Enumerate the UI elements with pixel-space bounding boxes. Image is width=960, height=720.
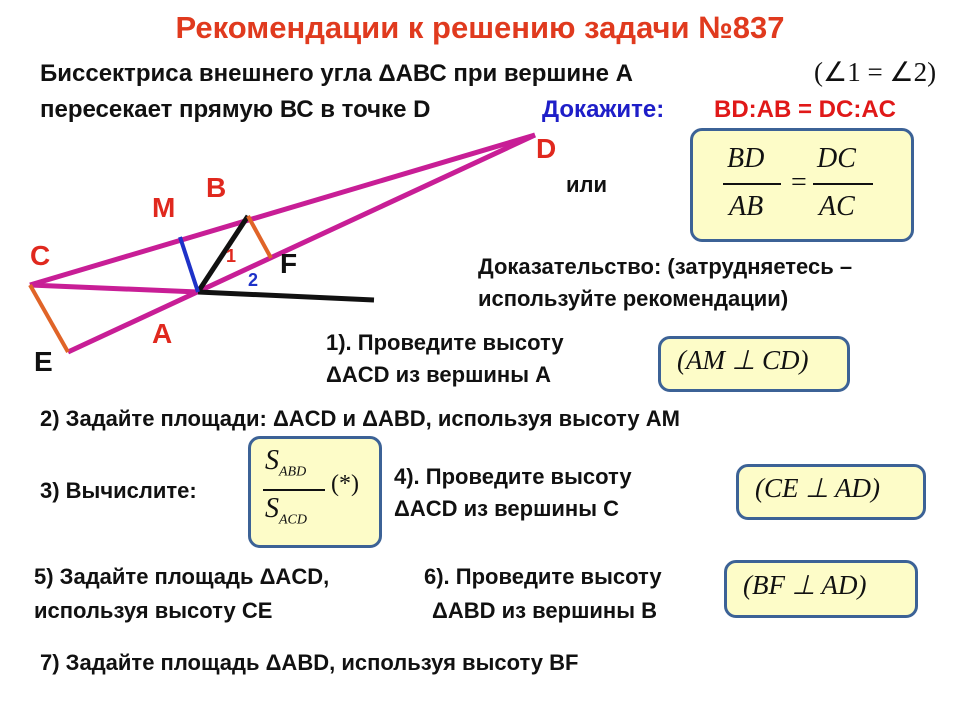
label-e: E <box>34 346 53 377</box>
step3-num-sub: ABD <box>279 464 307 480</box>
label-angle-2: 2 <box>248 270 259 290</box>
label-d: D <box>536 133 557 164</box>
ratio-bar-right <box>813 183 873 185</box>
step6-line1: 6). Проведите высоту <box>424 564 662 589</box>
step3-denominator: SACD <box>265 493 307 529</box>
step4-line1: 4). Проведите высоту <box>394 464 632 489</box>
altitude-bf <box>246 215 273 259</box>
step5-line1: 5) Задайте площадь ΔACD, <box>34 564 330 589</box>
ratio-num-right: DC <box>817 143 856 174</box>
step3-numerator: SABD <box>265 445 306 481</box>
step6-line2: ΔABD из вершины В <box>432 598 658 623</box>
prove-equation: BD:AB = DC:AC <box>714 96 896 123</box>
line-ab <box>195 214 251 294</box>
label-b: B <box>206 172 227 203</box>
label-c: C <box>30 240 51 271</box>
step5-line2: используя высоту CE <box>34 598 273 623</box>
step4-line2: ΔACD из вершины С <box>394 496 620 521</box>
statement-line2: пересекает прямую ВС в точке D <box>40 96 431 123</box>
step2: 2) Задайте площади: ΔACD и ΔABD, использ… <box>40 406 680 431</box>
altitude-am <box>178 236 200 293</box>
step6-formula: (BF ⊥ AD) <box>743 570 867 600</box>
proof-line1: Доказательство: (затрудняетесь – <box>478 254 853 279</box>
label-f: F <box>280 248 298 279</box>
altitude-ce <box>28 284 70 353</box>
page-title: Рекомендации к решению задачи №837 <box>175 10 785 45</box>
step3: 3) Вычислите: <box>40 478 197 503</box>
step1-formula: (AM ⊥ CD) <box>677 345 809 375</box>
label-m: M <box>152 192 176 223</box>
step7: 7) Задайте площадь ΔABD, используя высот… <box>40 650 579 675</box>
angle-note: (∠1 = ∠2) <box>814 57 937 87</box>
line-af-extension <box>197 289 375 303</box>
step3-den-symbol: S <box>265 493 279 524</box>
or-text: или <box>566 172 608 197</box>
step3-mark: (*) <box>331 471 359 497</box>
step3-den-sub: ACD <box>279 512 307 528</box>
step1-line2: ΔACD из вершины А <box>326 362 552 387</box>
step4-formula: (CE ⊥ AD) <box>755 473 881 503</box>
step1-formula-box: (AM ⊥ CD) <box>658 336 850 392</box>
ratio-equals: = <box>791 167 807 198</box>
step6-formula-box: (BF ⊥ AD) <box>724 560 918 618</box>
ratio-den-left: AB <box>729 191 764 222</box>
ratio-bar-left <box>723 183 781 185</box>
step3-fraction-bar <box>263 489 325 491</box>
proof-line2: используйте рекомендации) <box>478 286 789 311</box>
line-ca <box>29 282 199 295</box>
step3-num-symbol: S <box>265 445 279 476</box>
prove-label: Докажите: <box>542 96 665 123</box>
ratio-den-right: AC <box>819 191 855 222</box>
step4-formula-box: (CE ⊥ AD) <box>736 464 926 520</box>
line-cd <box>29 132 536 288</box>
ratio-box: BD AB = DC AC <box>690 128 914 242</box>
step3-formula-box: SABD SACD (*) <box>248 436 382 548</box>
line-ed <box>66 132 537 355</box>
step1-line1: 1). Проведите высоту <box>326 330 564 355</box>
label-a: A <box>152 318 173 349</box>
statement-line1: Биссектриса внешнего угла ΔАВС при верши… <box>40 60 633 87</box>
label-angle-1: 1 <box>226 246 237 266</box>
ratio-num-left: BD <box>727 143 765 174</box>
